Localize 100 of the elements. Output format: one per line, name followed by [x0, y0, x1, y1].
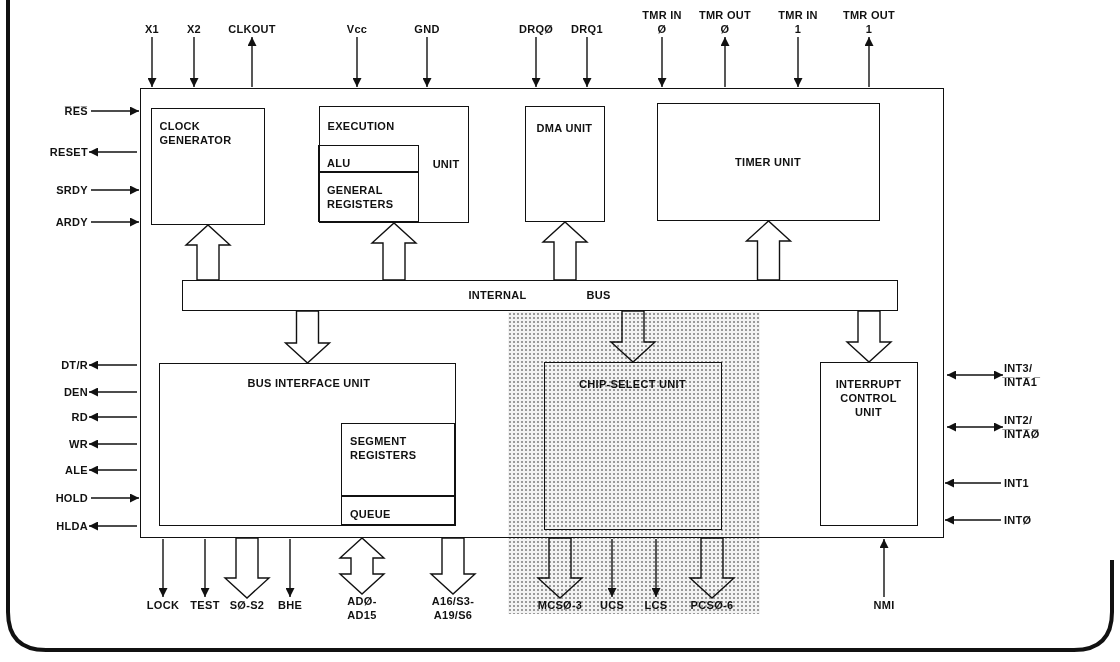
pin-label: ARDY — [22, 215, 88, 229]
bus-arrow — [609, 310, 657, 363]
pin-label: TEST — [188, 598, 222, 612]
unit-box — [158, 362, 456, 526]
unit-box — [524, 105, 605, 222]
pin-label: DRQ1 — [567, 22, 607, 36]
bus-arrow — [184, 224, 232, 281]
unit-label: CHIP-SELECT UNIT — [579, 376, 686, 391]
pin-label: HLDA — [22, 519, 88, 533]
register-box — [318, 172, 419, 222]
signal-arrow — [944, 515, 1002, 525]
pin-label: TMR IN Ø — [638, 8, 686, 36]
unit-label: BUS INTERFACE UNIT — [247, 375, 371, 390]
bus-label: INTERNAL — [468, 288, 527, 302]
pin-label: PCSØ-6 — [686, 598, 738, 612]
pin-label: HOLD — [22, 491, 88, 505]
pin-label: LOCK — [145, 598, 181, 612]
unit-label: ALU — [327, 156, 351, 170]
signal-arrow — [864, 36, 874, 88]
pin-label: GND — [411, 22, 443, 36]
unit-label: QUEUE — [350, 507, 391, 521]
signal-arrow — [90, 185, 140, 195]
pin-label: DT/R — [22, 358, 88, 372]
signal-arrow — [879, 538, 889, 598]
pin-label: X2 — [183, 22, 205, 36]
unit-box — [150, 107, 265, 225]
signal-arrow — [88, 412, 138, 422]
pin-label: UCS — [597, 598, 627, 612]
pin-label: INT1 — [1004, 476, 1036, 490]
signal-arrow — [88, 147, 138, 157]
signal-arrow — [657, 36, 667, 88]
unit-label: TIMER UNIT — [735, 154, 801, 169]
signal-arrow — [158, 538, 168, 598]
pin-label: SRDY — [22, 183, 88, 197]
unit-label: GENERAL REGISTERS — [327, 183, 395, 211]
chip-outline — [140, 88, 944, 538]
pin-label: DEN — [22, 385, 88, 399]
register-box — [341, 496, 455, 525]
pin-label: INT2/ I̅N̅T̅A̅Ø̅ — [1004, 413, 1050, 441]
pin-label: LCS — [641, 598, 671, 612]
bus-arrow — [370, 222, 418, 281]
unit-label: CLOCK GENERATOR — [159, 118, 233, 147]
bus-arrow — [688, 537, 736, 599]
signal-arrow — [189, 36, 199, 88]
register-box — [341, 423, 455, 496]
signal-arrow — [90, 493, 140, 503]
pin-label: RD — [22, 410, 88, 424]
signal-arrow — [651, 538, 661, 598]
signal-arrow — [90, 217, 140, 227]
bus-label: BUS — [586, 288, 611, 302]
signal-arrow — [422, 36, 432, 88]
signal-arrow — [946, 370, 1004, 380]
signal-arrow — [88, 465, 138, 475]
unit-box — [543, 361, 722, 530]
pin-label: A16/S3- A19/S6 — [423, 594, 483, 622]
signal-arrow — [352, 36, 362, 88]
bus-arrow — [541, 221, 589, 281]
unit-label: SEGMENT REGISTERS — [350, 434, 418, 462]
unit-label: DMA UNIT — [536, 120, 593, 135]
pin-label: MCSØ-3 — [534, 598, 586, 612]
pin-label: Vcc — [343, 22, 371, 36]
signal-arrow — [88, 360, 138, 370]
signal-arrow — [88, 521, 138, 531]
pin-label: INTØ — [1004, 513, 1036, 527]
signal-arrow — [946, 422, 1004, 432]
bus-arrow — [744, 220, 793, 281]
pin-label: RESET — [22, 145, 88, 159]
signal-arrow — [88, 387, 138, 397]
pin-label: SØ-S2 — [222, 598, 272, 612]
pin-label: TMR IN 1 — [774, 8, 822, 36]
unit-label: UNIT — [432, 157, 460, 171]
register-box — [318, 145, 419, 172]
signal-arrow — [147, 36, 157, 88]
pin-label: X1 — [141, 22, 163, 36]
unit-box — [318, 105, 469, 223]
signal-arrow — [720, 36, 730, 88]
signal-arrow — [247, 36, 257, 88]
signal-arrow — [285, 538, 295, 598]
bus-arrow — [223, 537, 271, 599]
pin-label: NMI — [870, 598, 898, 612]
unit-label: EXECUTION — [327, 118, 395, 133]
pin-label: CLKOUT — [226, 22, 278, 36]
bus-arrow — [283, 310, 332, 364]
unit-label: INTERRUPT CONTROL UNIT — [834, 376, 903, 419]
signal-arrow — [90, 106, 140, 116]
pin-label: ADØ- AD15 — [343, 594, 381, 622]
signal-arrow — [793, 36, 803, 88]
bus-arrow — [338, 537, 386, 595]
signal-arrow — [607, 538, 617, 598]
pin-label: WR — [22, 437, 88, 451]
unit-box — [656, 102, 880, 221]
pin-label: INT3/ I̅N̅T̅A̅1̅ — [1004, 361, 1050, 389]
signal-arrow — [531, 36, 541, 88]
unit-box — [819, 361, 918, 526]
signal-arrow — [88, 439, 138, 449]
bus-arrow — [429, 537, 477, 595]
pin-label: TMR OUT 1 — [840, 8, 898, 36]
bus-arrow — [845, 310, 893, 363]
pin-label: DRQØ — [515, 22, 557, 36]
signal-arrow — [582, 36, 592, 88]
